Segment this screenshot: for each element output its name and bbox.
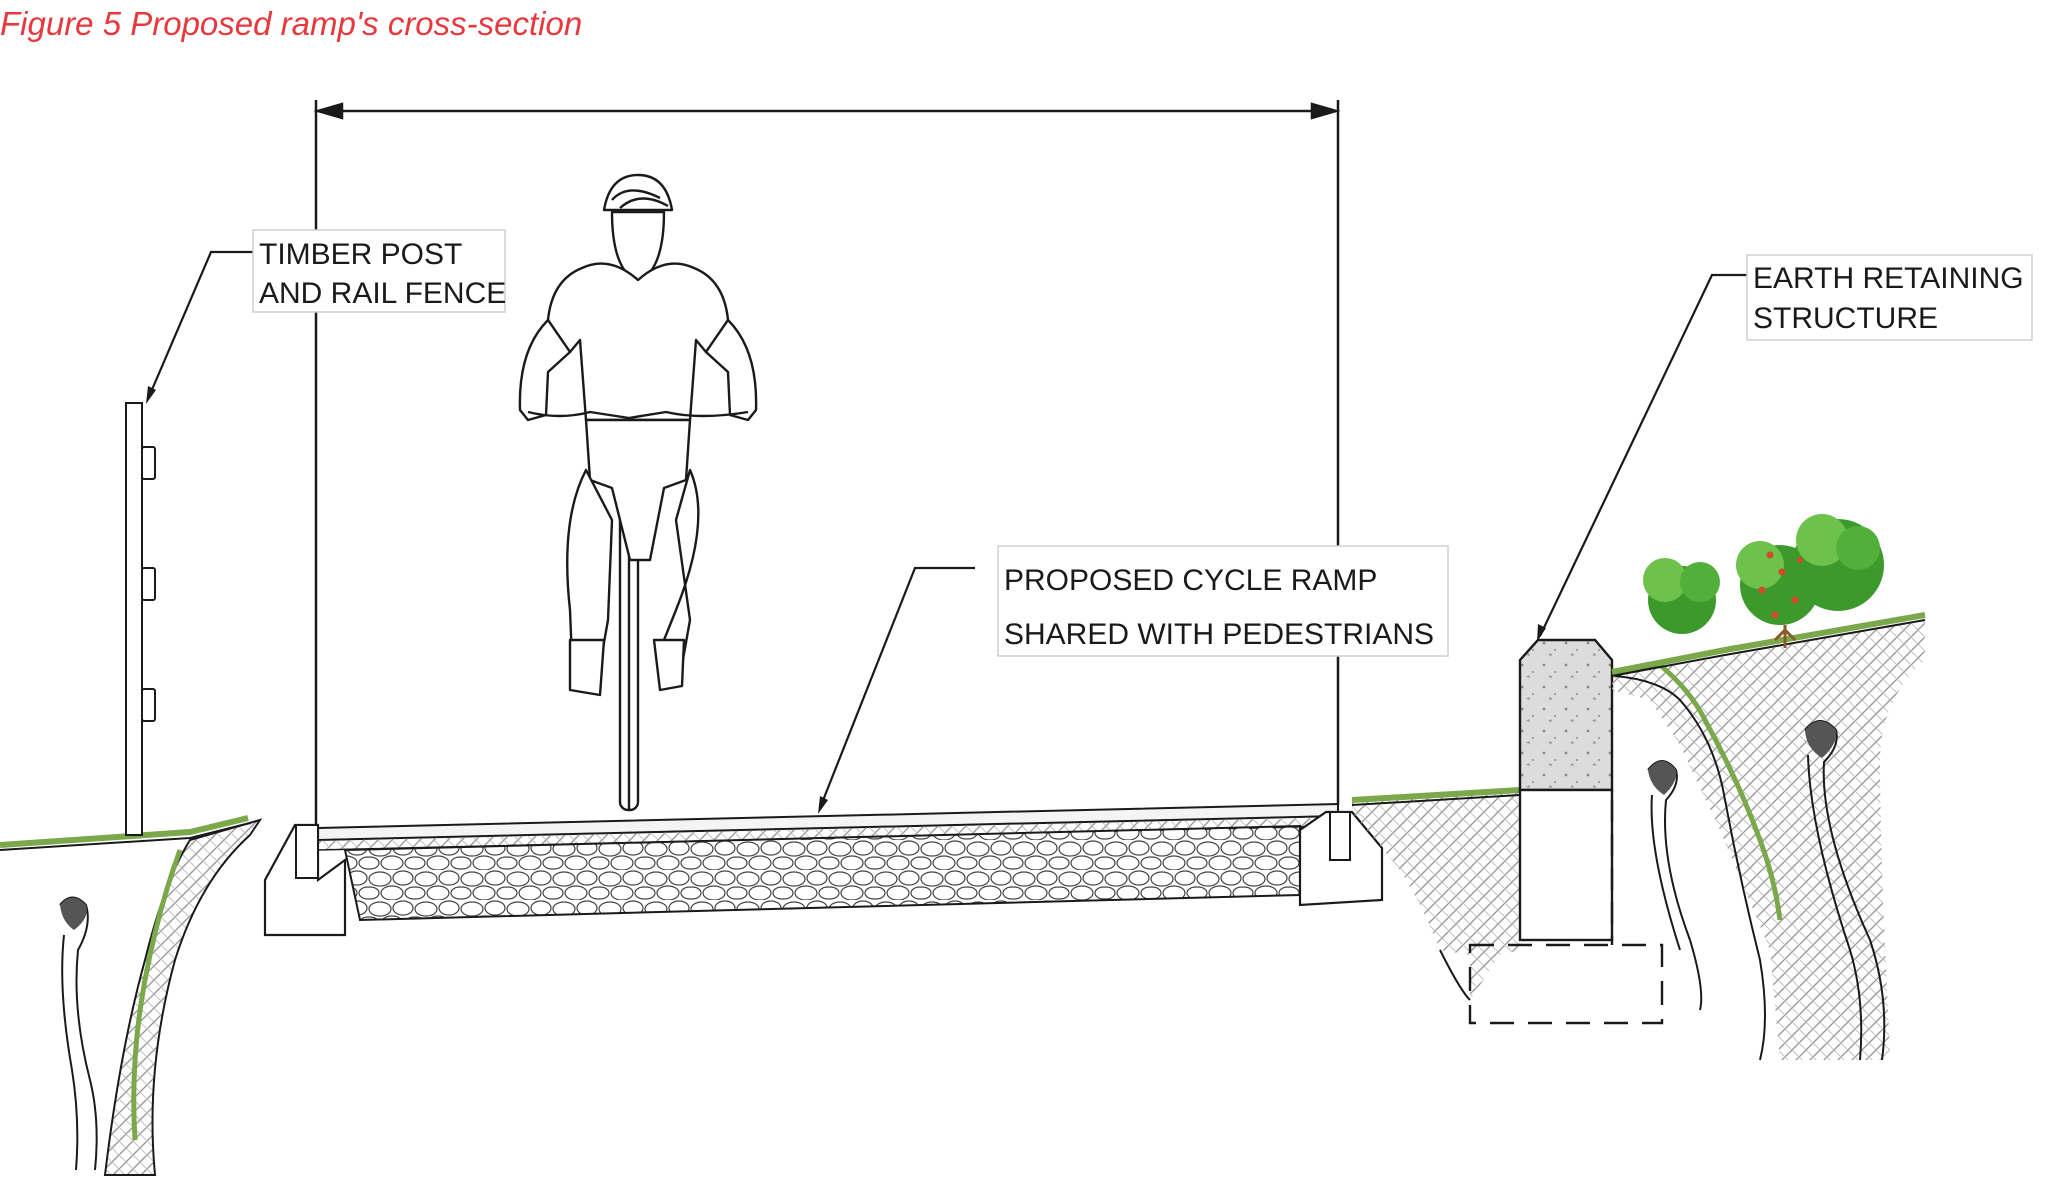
ramp-label-line2: SHARED WITH PEDESTRIANS (1004, 618, 1434, 651)
fence-label-box (252, 229, 506, 313)
fence-label-line2: AND RAIL FENCE (259, 277, 506, 310)
right-embankment (1611, 612, 1926, 1061)
right-ground (1351, 787, 1521, 1001)
retaining-label-group: EARTH RETAINING STRUCTURE (1537, 254, 2033, 642)
width-dimension (313, 100, 1341, 855)
retaining-label-box (1746, 254, 2033, 341)
ramp-label-box (997, 545, 1449, 657)
retaining-label-line2: STRUCTURE (1753, 302, 1938, 335)
figure-caption: Figure 5 Proposed ramp's cross-section (0, 5, 583, 42)
retaining-wall (1468, 638, 1664, 1025)
ramp-label-line1: PROPOSED CYCLE RAMP (1004, 564, 1377, 597)
shrub-icon (1643, 514, 1884, 648)
fence-label-group: TIMBER POST AND RAIL FENCE (146, 229, 506, 404)
fence-label-line1: TIMBER POST (259, 238, 462, 271)
retaining-label-line1: EARTH RETAINING (1753, 262, 2024, 295)
cyclist-icon (518, 173, 758, 812)
ramp-label-group: PROPOSED CYCLE RAMP SHARED WITH PEDESTRI… (818, 545, 1449, 814)
fence-post-icon (125, 402, 156, 836)
ramp-section (263, 802, 1384, 937)
left-embankment (0, 815, 263, 1176)
